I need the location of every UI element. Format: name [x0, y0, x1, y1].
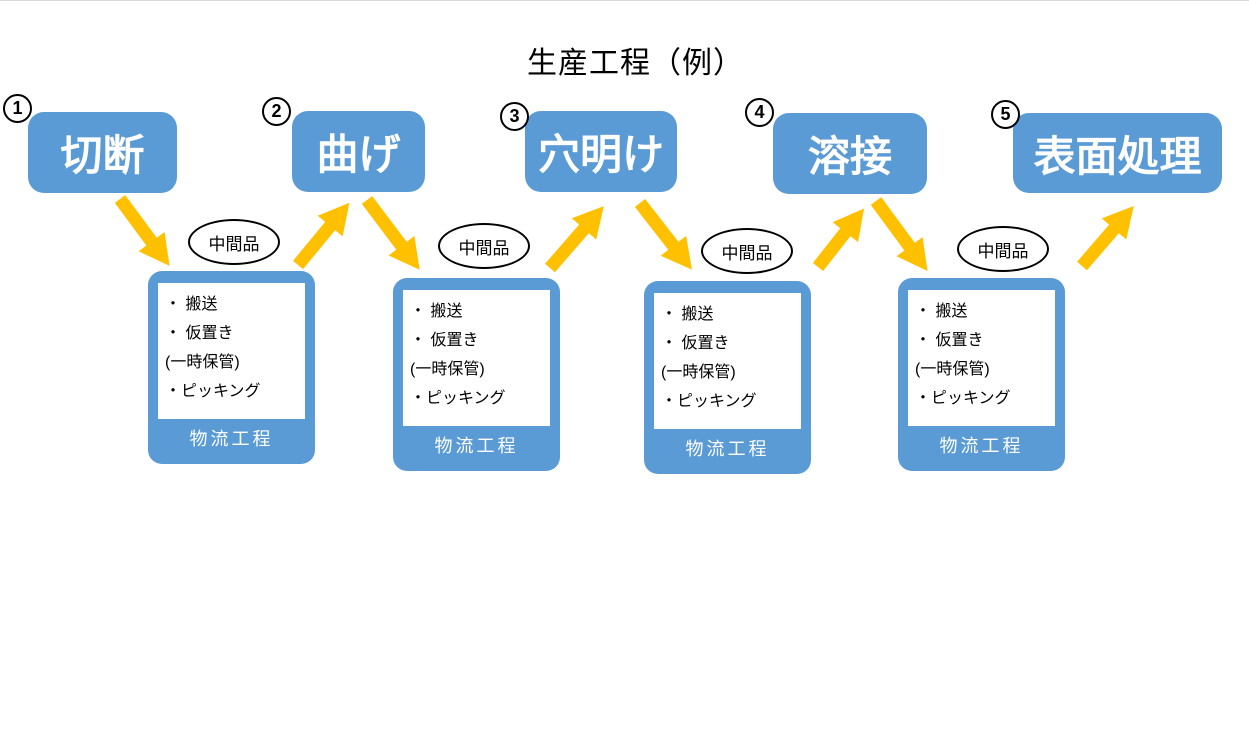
step-5-number-badge: 5: [991, 100, 1020, 129]
step-3-number-badge: 3: [500, 102, 529, 131]
logistics-item: (一時保管): [661, 364, 736, 381]
logistics-box-3: ・ 搬送 ・ 仮置き (一時保管) ・ピッキング 物流工程: [644, 281, 811, 474]
intermediate-product-label-1: 中間品: [188, 219, 280, 265]
logistics-box-1: ・ 搬送 ・ 仮置き (一時保管) ・ピッキング 物流工程: [148, 271, 315, 464]
logistics-item: ・ 仮置き: [165, 325, 234, 342]
diagram-title: 生産工程（例）: [527, 47, 744, 80]
logistics-box-1-items: ・ 搬送 ・ 仮置き (一時保管) ・ピッキング: [158, 283, 305, 419]
step-box-surface-treatment: 表面処理: [1013, 113, 1222, 193]
step-box-bending: 曲げ: [292, 111, 425, 192]
arrow-logistics2-to-step3: [545, 206, 604, 273]
logistics-item: ・ 搬送: [915, 303, 968, 320]
logistics-box-3-footer: 物流工程: [685, 439, 770, 459]
logistics-box-2: ・ 搬送 ・ 仮置き (一時保管) ・ピッキング 物流工程: [393, 278, 560, 471]
intermediate-product-label-2: 中間品: [438, 223, 530, 269]
logistics-item: (一時保管): [165, 354, 240, 371]
logistics-item: ・ 仮置き: [410, 332, 479, 349]
step-box-drilling: 穴明け: [525, 111, 677, 192]
logistics-box-4: ・ 搬送 ・ 仮置き (一時保管) ・ピッキング 物流工程: [898, 278, 1065, 471]
arrow-step4-to-logistics4: [870, 197, 928, 271]
logistics-box-1-footer: 物流工程: [189, 429, 274, 449]
logistics-item: (一時保管): [915, 361, 990, 378]
intermediate-product-label-3: 中間品: [701, 228, 793, 274]
step-box-cutting: 切断: [28, 112, 177, 193]
arrow-step3-to-logistics3: [634, 199, 692, 270]
logistics-item: ・ 搬送: [661, 306, 714, 323]
logistics-item: ・ 仮置き: [661, 335, 730, 352]
logistics-box-4-items: ・ 搬送 ・ 仮置き (一時保管) ・ピッキング: [908, 290, 1055, 426]
arrow-logistics3-to-step4: [812, 208, 865, 272]
logistics-box-4-footer: 物流工程: [939, 436, 1024, 456]
arrow-step1-to-logistics1: [114, 195, 170, 266]
logistics-item: ・ 仮置き: [915, 332, 984, 349]
step-box-welding: 溶接: [773, 113, 927, 194]
step-2-number-badge: 2: [262, 97, 291, 126]
logistics-item: ・ 搬送: [410, 303, 463, 320]
step-4-number-badge: 4: [745, 98, 774, 127]
step-1-number-badge: 1: [3, 94, 32, 123]
intermediate-product-label-4: 中間品: [957, 226, 1049, 272]
logistics-item: ・ピッキング: [661, 393, 757, 410]
logistics-item: ・ピッキング: [915, 390, 1011, 407]
arrow-logistics4-to-step5: [1077, 206, 1134, 271]
logistics-item: ・ 搬送: [165, 296, 218, 313]
arrow-logistics1-to-step2: [292, 202, 350, 270]
logistics-box-2-items: ・ 搬送 ・ 仮置き (一時保管) ・ピッキング: [403, 290, 550, 426]
logistics-box-3-items: ・ 搬送 ・ 仮置き (一時保管) ・ピッキング: [654, 293, 801, 429]
arrow-step2-to-logistics2: [361, 196, 420, 270]
logistics-item: (一時保管): [410, 361, 485, 378]
logistics-box-2-footer: 物流工程: [434, 436, 519, 456]
logistics-item: ・ピッキング: [165, 383, 261, 400]
logistics-item: ・ピッキング: [410, 390, 506, 407]
